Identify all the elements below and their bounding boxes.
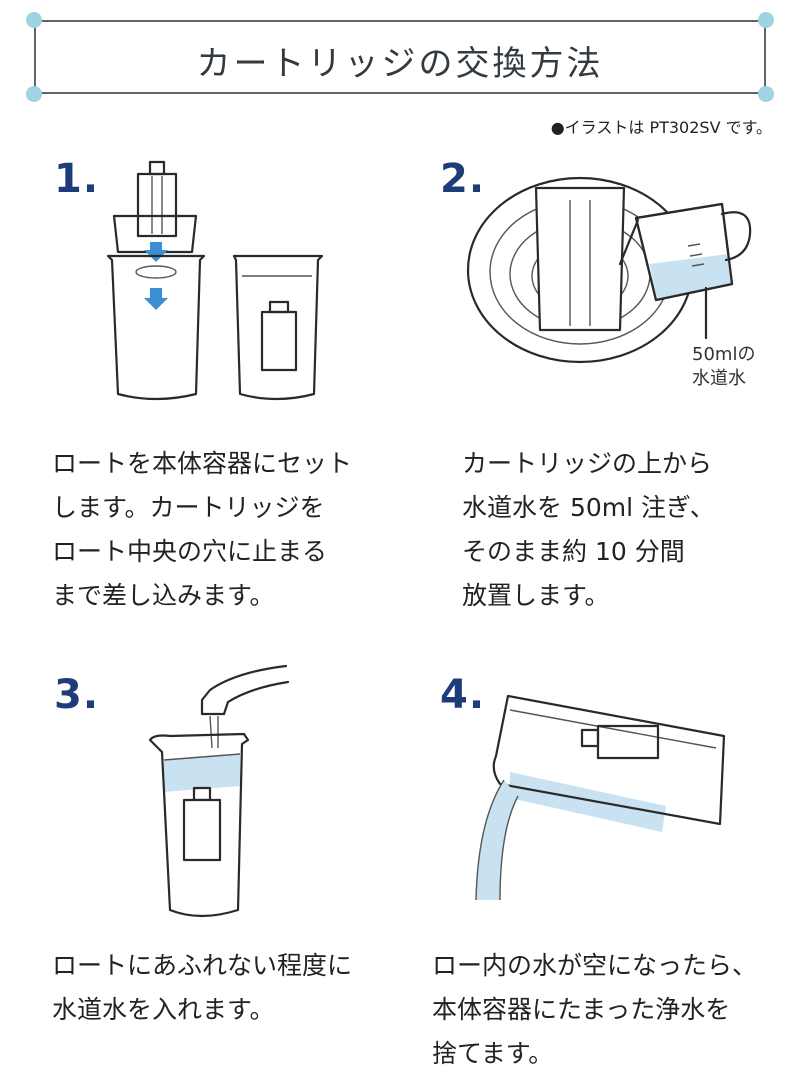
step-1-description: ロートを本体容器にセット します。カートリッジを ロート中央の穴に止まる まで差… (52, 449, 353, 610)
step-2-description: カートリッジの上から 水道水を 50ml 注ぎ、 そのまま約 10 分間 放置し… (462, 449, 715, 610)
corner-dot-icon (758, 12, 774, 28)
step-4-illustration (475, 694, 726, 901)
step-1-number: 1. (54, 156, 100, 202)
step-2-illustration: 50mlの 水道水 (466, 176, 755, 389)
step-3-description: ロートにあふれない程度に 水道水を入れます。 (52, 951, 353, 1024)
corner-dot-icon (758, 86, 774, 102)
corner-dot-icon (26, 86, 42, 102)
callout-line-2: 水道水 (692, 368, 746, 389)
title-banner: カートリッジの交換方法 (34, 20, 766, 94)
callout-line-1: 50mlの (692, 344, 755, 365)
step-3-number: 3. (54, 672, 100, 718)
step-4-number: 4. (440, 672, 486, 718)
page-title: カートリッジの交換方法 (196, 44, 604, 84)
step-2-number: 2. (440, 156, 486, 202)
step-4-description: ロー内の水が空になったら、 本体容器にたまった浄水を 捨てます。 (432, 951, 758, 1068)
step-3-illustration (148, 664, 290, 918)
step-1-illustration (106, 160, 324, 401)
corner-dot-icon (26, 12, 42, 28)
illustration-note: ●イラストは PT302SV です。 (550, 118, 772, 137)
